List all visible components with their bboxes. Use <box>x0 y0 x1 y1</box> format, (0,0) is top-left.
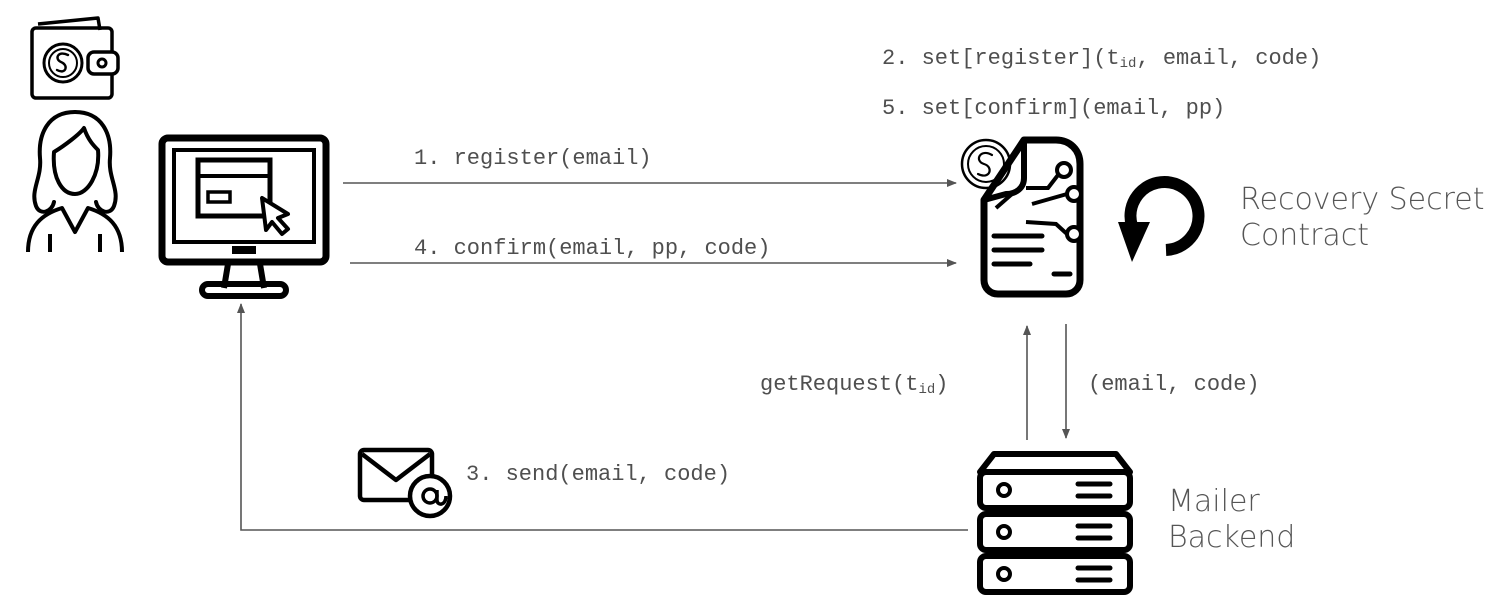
msg-send: 3. send(email, code) <box>466 462 731 487</box>
contract-label-line2: Contract <box>1240 218 1370 253</box>
msg-response: (email, code) <box>1088 372 1260 397</box>
mailer-label: Mailer Backend <box>1168 484 1295 556</box>
msg-get-request-pre: getRequest(t <box>760 372 919 397</box>
smart-contract-icon <box>960 136 1084 298</box>
msg-set-confirm: 5. set[confirm](email, pp) <box>882 96 1226 121</box>
msg-get-request-post: ) <box>935 372 949 397</box>
arrow-send <box>237 303 968 531</box>
mailer-label-line2: Backend <box>1168 520 1296 555</box>
msg-set-register-sub: id <box>1119 56 1137 72</box>
refresh-icon <box>1118 176 1205 262</box>
mailer-label-line1: Mailer <box>1168 484 1260 519</box>
msg-set-register: 2. set[register](tid, email, code) <box>882 46 1322 72</box>
user-icon <box>26 110 124 253</box>
wallet-icon <box>30 16 120 100</box>
monitor-icon <box>158 134 330 299</box>
contract-label: Recovery Secret Contract <box>1240 182 1485 254</box>
server-icon <box>977 451 1133 595</box>
email-icon <box>357 447 453 519</box>
msg-set-register-post: , email, code) <box>1136 46 1322 71</box>
msg-confirm: 4. confirm(email, pp, code) <box>414 236 771 261</box>
contract-label-line1: Recovery Secret <box>1240 182 1485 217</box>
msg-set-register-pre: 2. set[register](t <box>882 46 1120 71</box>
msg-get-request: getRequest(tid) <box>760 372 949 398</box>
msg-register: 1. register(email) <box>414 146 652 171</box>
msg-get-request-sub: id <box>918 382 936 398</box>
